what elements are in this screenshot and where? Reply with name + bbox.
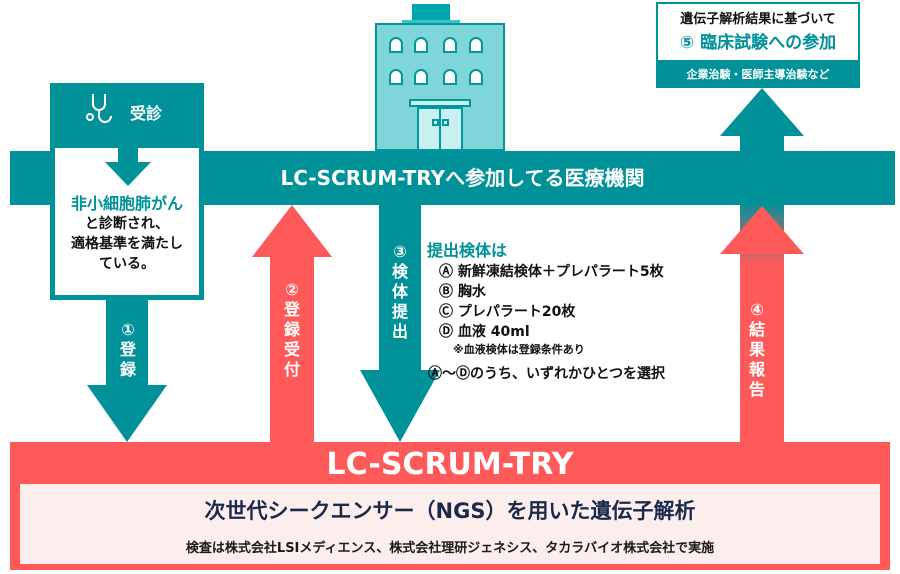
step4-arrow xyxy=(720,88,804,444)
trial-line1: 遺伝子解析結果に基づいて xyxy=(680,12,836,27)
specimen-item: Ⓑ 胸水 xyxy=(439,284,486,300)
lc-scrum-try-title: LC-SCRUM-TRY xyxy=(326,447,574,482)
step4-char: 報 xyxy=(748,360,765,379)
step4-char: 果 xyxy=(748,340,765,359)
visit-down-arrow xyxy=(105,148,151,186)
diagnosis-highlight: 非小細胞肺がん xyxy=(70,194,183,213)
step3-char: 体 xyxy=(391,282,408,301)
patient-line3: ている。 xyxy=(99,256,155,272)
stethoscope-icon xyxy=(86,94,112,123)
step2-char: 登 xyxy=(283,300,300,319)
step2-char: 受 xyxy=(283,340,300,359)
specimen-item: Ⓐ 新鮮凍結検体＋プレパラート5枚 xyxy=(439,264,664,280)
step3-arrow xyxy=(360,205,440,442)
step3-char: 出 xyxy=(391,322,408,341)
patient-line2: 適格基準を満たし xyxy=(71,236,183,252)
step4-char: 結 xyxy=(748,320,765,339)
specimen-item: Ⓓ 血液 40ml xyxy=(439,324,530,340)
hospital-band-label: LC-SCRUM-TRYへ参加してる医療機関 xyxy=(280,166,645,190)
step3-char: 検 xyxy=(391,262,408,281)
step3-char: 提 xyxy=(391,302,408,321)
trial-bar xyxy=(656,60,860,88)
trial-bar-label: 企業治験・医師主導治験など xyxy=(686,68,830,81)
step2-char: 録 xyxy=(283,320,300,339)
step1-char: 録 xyxy=(119,360,136,379)
specimen-title: 提出検体は xyxy=(427,241,508,260)
ngs-panel xyxy=(20,484,880,564)
patient-line1: と診断され、 xyxy=(84,216,170,232)
exam-note: 検査は株式会社LSIメディエンス、株式会社理研ジェネシス、タカラバイオ株式会社で… xyxy=(185,541,715,556)
step1-label: ① 登 録 xyxy=(113,320,143,380)
step4-number: ④ xyxy=(750,300,764,319)
step1-arrow xyxy=(87,290,167,442)
specimen-note: ※血液検体は登録条件あり xyxy=(453,343,585,356)
step3-number: ③ xyxy=(393,242,407,261)
step2-arrow xyxy=(252,205,332,445)
step2-char: 付 xyxy=(283,360,300,379)
specimen-list: 提出検体は Ⓐ 新鮮凍結検体＋プレパラート5枚 Ⓑ 胸水 Ⓒ プレパラート20枚… xyxy=(427,240,664,358)
step1-char: 登 xyxy=(119,340,136,359)
hospital-building-icon xyxy=(375,4,505,151)
trial-box xyxy=(656,2,860,66)
trial-line2: ⑤ 臨床試験への参加 xyxy=(679,33,837,53)
ngs-heading: 次世代シークエンサー（NGS）を用いた遺伝子解析 xyxy=(204,499,696,523)
step2-label: ② 登 録 受 付 xyxy=(277,280,307,380)
step3-label: ③ 検 体 提 出 xyxy=(385,242,415,342)
step4-label: ④ 結 果 報 告 xyxy=(742,300,772,400)
step4-char: 告 xyxy=(748,380,765,399)
specimen-choose: Ⓐ～Ⓓのうち、いずれかひとつを選択 xyxy=(428,366,666,382)
step1-number: ① xyxy=(121,320,135,339)
visit-label: 受診 xyxy=(130,104,163,123)
step2-number: ② xyxy=(285,280,299,299)
specimen-item: Ⓒ プレパラート20枚 xyxy=(439,304,576,320)
